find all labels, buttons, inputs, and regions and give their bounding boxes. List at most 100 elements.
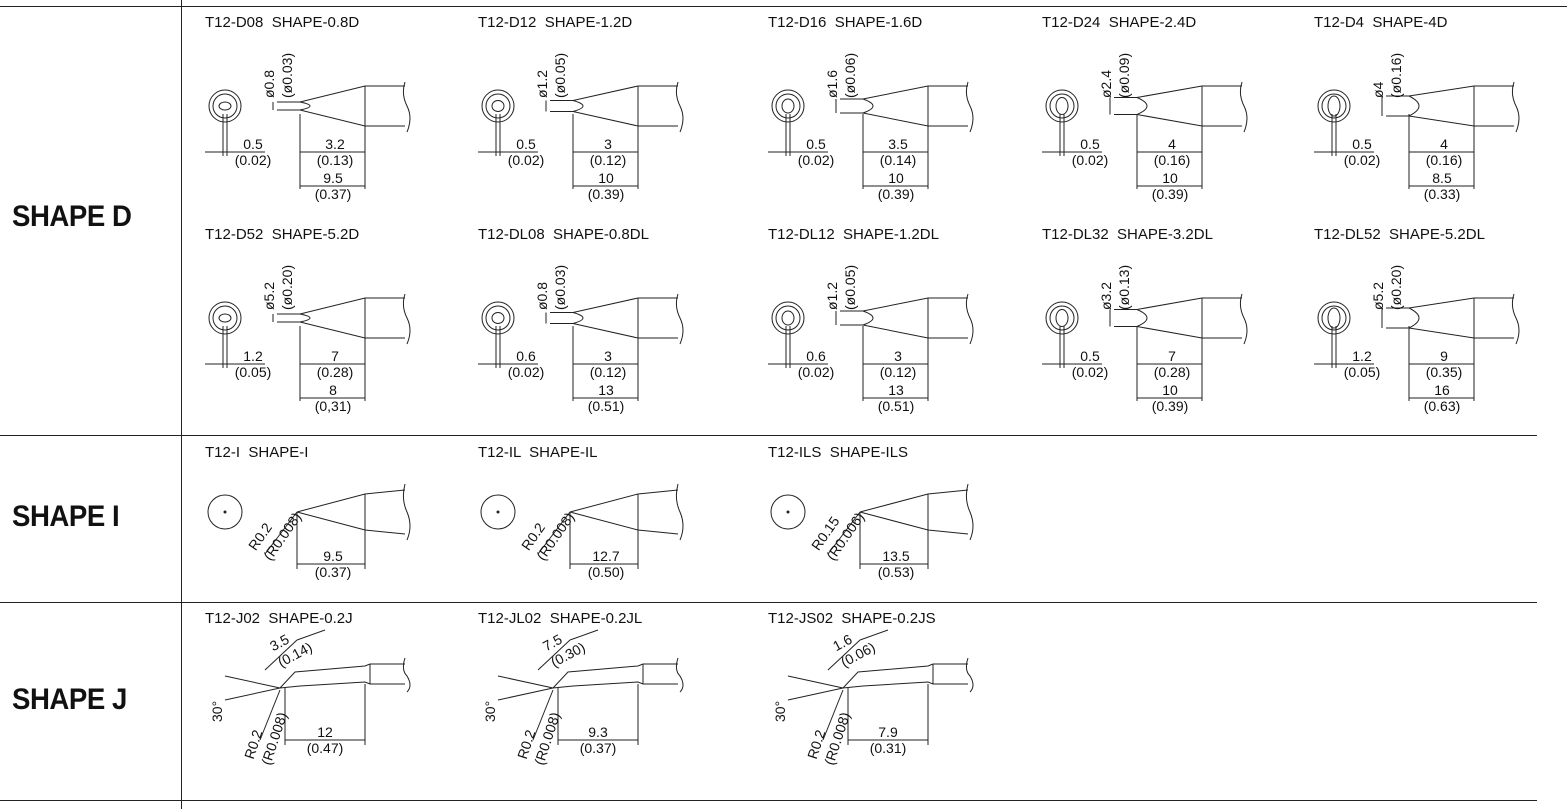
tip-shape-name: SHAPE-1.2DL [843,226,939,243]
diameter-dim-inch: (ø0.13) [1116,264,1132,310]
total-length-dim-value: 8 [329,382,337,398]
tip-title: T12-D16 SHAPE-1.6D [768,14,922,31]
tip-length-dim-inch: (0.12) [589,152,627,168]
diameter-dim-value: ø1.2 [534,69,550,98]
tip-cell: T12-IL SHAPE-IL R0.2(R0.008)12.7(0.50) [478,444,738,644]
length-dim-inch: (0.37) [579,740,617,756]
tip-shape-name: SHAPE-2.4D [1108,14,1197,31]
tip-model: T12-DL08 [478,226,545,243]
end-view-icon [1042,89,1102,156]
tip-title: T12-D12 SHAPE-1.2D [478,14,632,31]
tip-model: T12-ILS [768,444,822,461]
tip-title: T12-D52 SHAPE-5.2D [205,226,359,243]
tip-model: T12-D4 [1314,14,1365,31]
tip-title: T12-JS02 SHAPE-0.2JS [768,610,936,627]
length-dim-value: 9.5 [323,548,343,564]
tip-model: T12-J02 [205,610,261,627]
tip-length-dim-inch: (0.12) [589,364,627,380]
tip-shape-name: SHAPE-IL [529,444,598,461]
tip-profile [1109,293,1248,401]
diameter-dim-value: ø1.2 [824,281,840,310]
tip-model: T12-D52 [205,226,264,243]
end-view-icon [768,89,828,156]
tip-model: T12-D08 [205,14,264,31]
tip-model: T12-DL32 [1042,226,1109,243]
diameter-dim-value: ø5.2 [1370,281,1386,310]
row-divider [0,602,1537,603]
tip-cell: T12-D16 SHAPE-1.6D ø1.6(ø0.06)0.5(0.02)3… [768,14,1028,214]
total-length-dim-value: 16 [1434,382,1450,398]
length-dim-value: 7.9 [878,724,898,740]
total-length-dim-value: 10 [1162,170,1178,186]
tip-drawing [768,293,974,401]
tip-title: T12-DL12 SHAPE-1.2DL [768,226,939,243]
offset-dim-value: 0.5 [1080,348,1100,364]
offset-dim-inch: (0.02) [797,152,835,168]
tip-title: T12-D4 SHAPE-4D [1314,14,1447,31]
total-length-dim-value: 13 [598,382,614,398]
tip-title: T12-D24 SHAPE-2.4D [1042,14,1196,31]
offset-dim-value: 0.5 [806,136,826,152]
angle-dim: 30° [209,700,225,722]
end-view-icon [205,89,265,156]
tip-length-dim-value: 3.5 [888,136,908,152]
end-view-icon [205,301,265,368]
total-length-dim-value: 13 [888,382,904,398]
tip-cell: T12-D52 SHAPE-5.2D ø5.2(ø0.20)1.2(0.05)7… [205,226,465,426]
tip-length-dim-inch: (0.14) [879,152,917,168]
tip-profile [497,629,684,745]
diameter-dim-inch: (ø0.20) [279,264,295,310]
tip-length-dim-value: 3 [604,136,612,152]
tip-cell: T12-J02 SHAPE-0.2J 3.5(0.14)30°R0.2(R0.0… [205,610,465,809]
offset-dim-value: 1.2 [243,348,263,364]
tip-profile [835,81,974,189]
tip-shape-name: SHAPE-I [248,444,309,461]
offset-dim-inch: (0.02) [1343,152,1381,168]
offset-dim-value: 0.5 [243,136,263,152]
diameter-dim-inch: (ø0.03) [552,264,568,310]
diameter-dim-inch: (ø0.06) [842,52,858,98]
total-length-dim-inch: (0.39) [587,186,625,202]
total-length-dim-inch: (0.39) [1151,186,1189,202]
tip-title: T12-I SHAPE-I [205,444,308,461]
end-view-icon [1042,301,1102,368]
offset-dim-value: 0.6 [806,348,826,364]
tip-profile [224,629,411,745]
tip-shape-name: SHAPE-5.2DL [1389,226,1485,243]
column-divider [181,0,182,809]
tip-shape-name: SHAPE-4D [1372,14,1448,31]
tip-cell: T12-D12 SHAPE-1.2D ø1.2(ø0.05)0.5(0.02)3… [478,14,738,214]
tip-length-dim-value: 7 [1168,348,1176,364]
tip-cell: T12-I SHAPE-I R0.2(R0.008)9.5(0.37) [205,444,465,644]
end-view-icon [1314,89,1374,156]
tip-shape-name: SHAPE-0.8DL [553,226,649,243]
tip-shape-name: SHAPE-0.2J [268,610,353,627]
tip-model: T12-JL02 [478,610,542,627]
tip-title: T12-DL08 SHAPE-0.8DL [478,226,649,243]
tip-title: T12-DL52 SHAPE-5.2DL [1314,226,1485,243]
tip-cell: T12-JL02 SHAPE-0.2JL 7.5(0.30)30°R0.2(R0… [478,610,738,809]
offset-dim-inch: (0.05) [234,364,272,380]
row-divider [0,800,1537,801]
total-length-dim-inch: (0.51) [587,398,625,414]
tip-drawing [787,629,974,745]
tip-title: T12-D08 SHAPE-0.8D [205,14,359,31]
tip-length-dim-value: 3 [604,348,612,364]
tip-drawing [768,81,974,189]
tip-profile [537,483,684,569]
length-dim-inch: (0.37) [314,564,352,580]
tip-profile [272,293,411,401]
tip-profile [272,81,411,189]
tip-profile [827,483,974,569]
tip-shape-name: SHAPE-0.2JL [549,610,643,627]
total-length-dim-value: 10 [598,170,614,186]
total-length-dim-value: 9.5 [323,170,343,186]
offset-dim-inch: (0.02) [507,364,545,380]
total-length-dim-inch: (0.39) [877,186,915,202]
diameter-dim-inch: (ø0.03) [279,52,295,98]
tip-length-dim-value: 4 [1440,136,1448,152]
tip-shape-name: SHAPE-3.2DL [1117,226,1213,243]
tip-drawing [1042,293,1248,401]
offset-dim-value: 0.6 [516,348,536,364]
tip-length-dim-value: 9 [1440,348,1448,364]
